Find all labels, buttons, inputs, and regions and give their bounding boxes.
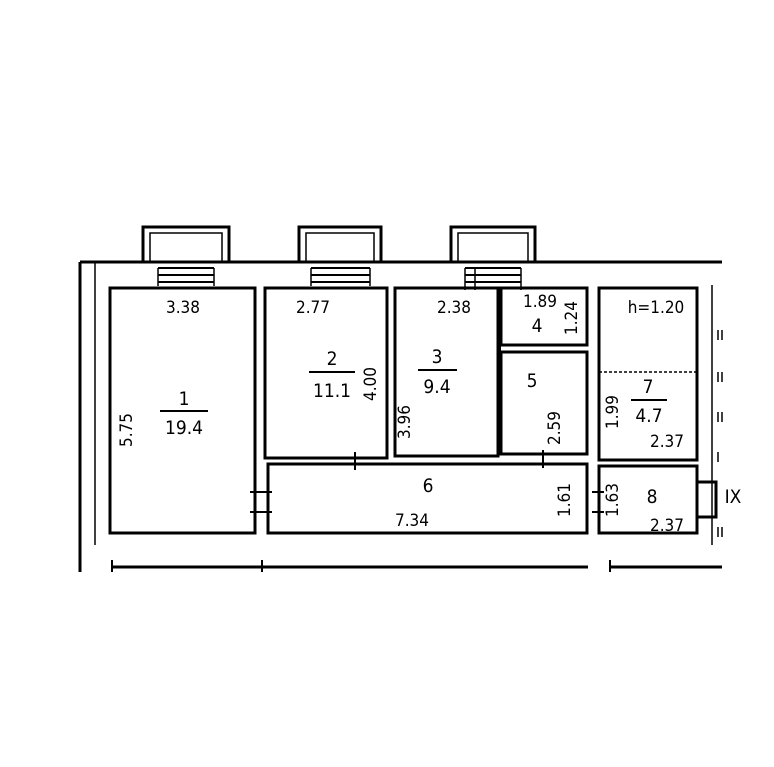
wall-ticks	[717, 330, 723, 537]
room-6-depth: 1.61	[555, 483, 575, 517]
room-4-width: 1.89	[523, 292, 557, 312]
room-7-depth: 1.99	[603, 395, 623, 429]
room-8-outline	[597, 464, 699, 535]
room-4-outline	[499, 286, 589, 347]
room-7-number: 7	[643, 376, 654, 398]
room-2-number: 2	[327, 348, 338, 370]
room-2-depth: 4.00	[361, 367, 381, 401]
doors	[250, 345, 718, 519]
room-6-width: 7.34	[395, 511, 429, 531]
outer-walls	[78, 260, 722, 572]
room-1-number: 1	[179, 388, 190, 410]
room-7-outline	[597, 286, 699, 462]
balcony-window-3	[449, 225, 537, 290]
room-2-area: 11.1	[313, 380, 351, 402]
room-8-number: 8	[647, 486, 658, 508]
room-6-outline	[266, 462, 589, 535]
room-3-width: 2.38	[437, 298, 471, 318]
room-6-number: 6	[423, 475, 434, 497]
room-8-width: 2.37	[650, 516, 684, 536]
room-2-width: 2.77	[296, 298, 330, 318]
room-4-depth: 1.24	[562, 301, 582, 335]
room-4-number: 4	[532, 315, 543, 337]
axis-label: IX	[725, 486, 742, 508]
room-3-depth: 3.96	[395, 405, 415, 439]
room-2-outline	[263, 286, 389, 460]
balcony-window-2	[297, 225, 383, 286]
room-7-width: 2.37	[650, 432, 684, 452]
room-5-number: 5	[527, 370, 538, 392]
room-1-width: 3.38	[166, 298, 200, 318]
balcony-window-1	[141, 225, 231, 286]
room-3-area: 9.4	[423, 376, 450, 398]
room-1-outline	[108, 286, 257, 535]
room-1-depth: 5.75	[117, 413, 137, 447]
room-3-number: 3	[432, 346, 443, 368]
room-7-area: 4.7	[635, 405, 662, 427]
room-8-depth: 1.63	[603, 483, 623, 517]
room-1-area: 19.4	[165, 417, 203, 439]
room-3-outline	[393, 286, 500, 458]
room-5-depth: 2.59	[545, 411, 565, 445]
room-5-outline	[499, 350, 589, 456]
room-7-ceiling: h=1.20	[628, 298, 685, 318]
